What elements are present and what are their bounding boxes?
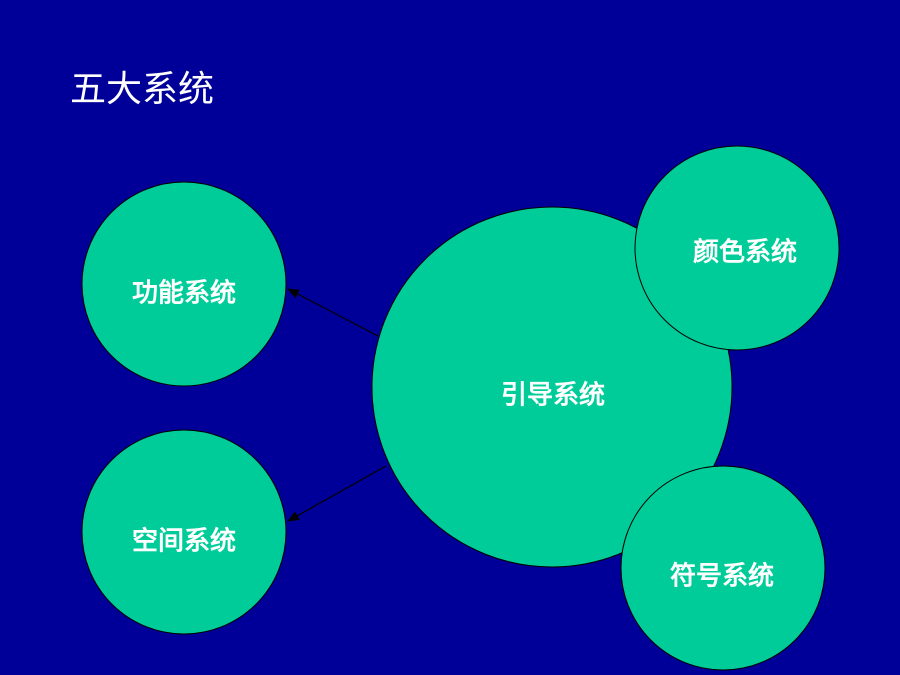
- circle-function: [81, 181, 287, 387]
- circle-symbol: [620, 465, 826, 671]
- circle-space: [81, 429, 287, 635]
- label-center: 引导系统: [500, 380, 606, 411]
- label-function: 功能系统: [131, 278, 237, 309]
- circle-center: [371, 206, 733, 568]
- circle-color: [634, 145, 840, 351]
- label-space: 空间系统: [131, 526, 237, 557]
- label-color: 颜色系统: [692, 237, 798, 268]
- arrow-to-function: [286, 288, 379, 337]
- slide-title: 五大系统: [70, 69, 215, 110]
- arrow-to-space: [286, 465, 387, 522]
- label-symbol: 符号系统: [669, 561, 775, 592]
